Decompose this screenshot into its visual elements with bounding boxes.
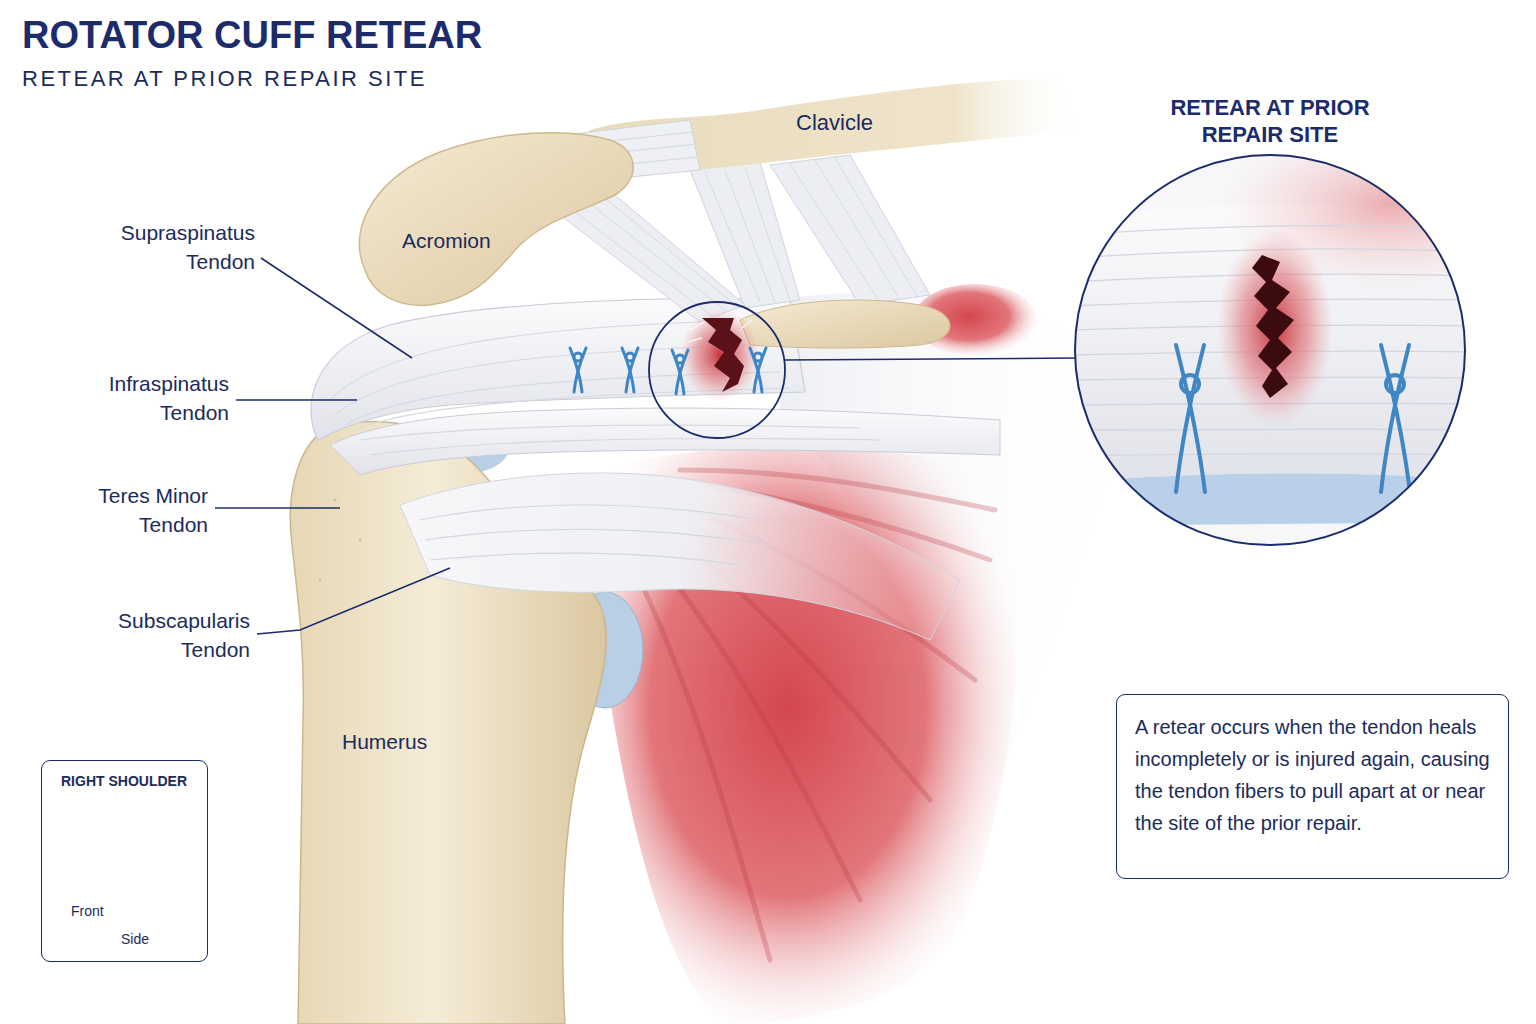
subtitle: RETEAR AT PRIOR REPAIR SITE (22, 64, 427, 93)
orientation-box: RIGHT SHOULDER FrontSide (41, 760, 208, 962)
note-text: A retear occurs when the tendon heals in… (1135, 711, 1490, 839)
bone-label: Acromion (402, 226, 491, 255)
circle-outline (1070, 88, 1470, 550)
inset-heading: RETEAR AT PRIOR REPAIR SITE (1155, 94, 1385, 148)
view-label: Front (71, 903, 104, 919)
diagram-title: ROTATOR CUFF RETEAR (22, 14, 482, 57)
circle-border (1075, 155, 1465, 545)
tendon-label: Teres Minor Tendon (38, 481, 208, 539)
bone-label: Humerus (342, 727, 427, 756)
view-label: Side (121, 931, 149, 947)
tendon-label: Subscapularis Tendon (80, 606, 250, 664)
inset-circle: RETEAR AT PRIOR REPAIR SITE (1070, 88, 1470, 550)
note-box: A retear occurs when the tendon heals in… (1116, 694, 1509, 879)
tendon-label: Infraspinatus Tendon (59, 369, 229, 427)
bone-label: Clavicle (796, 108, 873, 137)
box-heading: RIGHT SHOULDER (42, 773, 206, 789)
tendon-label: Supraspinatus Tendon (85, 218, 255, 276)
